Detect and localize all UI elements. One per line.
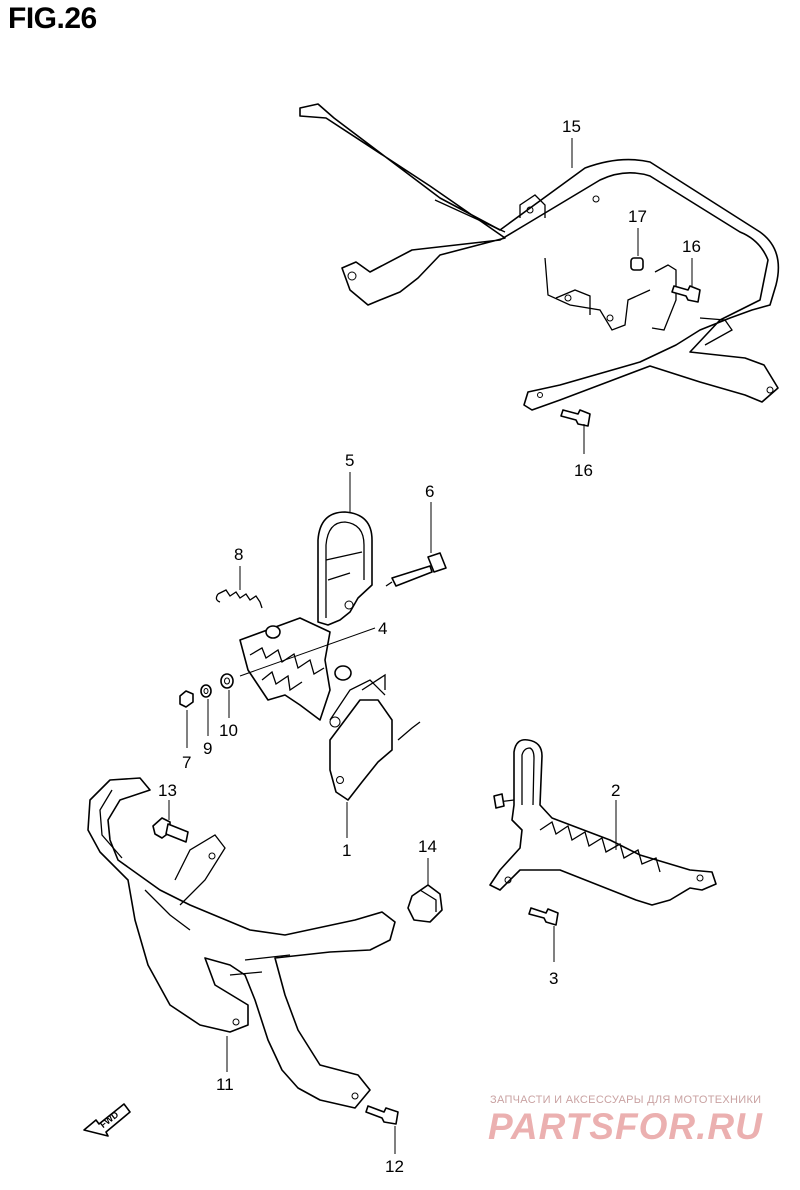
- part-11-guard[interactable]: [87, 777, 396, 1109]
- part-13-bolt[interactable]: [152, 817, 189, 843]
- part-17-nut[interactable]: [630, 257, 644, 271]
- callout-6: 6: [425, 482, 434, 501]
- callout-5: 5: [345, 451, 354, 470]
- callout-1: 1: [342, 841, 351, 860]
- callout-15: 15: [562, 117, 581, 136]
- part-14-bushing[interactable]: [407, 884, 443, 923]
- callout-11: 11: [216, 1075, 234, 1094]
- watermark-tagline: ЗАПЧАСТИ И АКСЕССУАРЫ ДЛЯ МОТОТЕХНИКИ: [490, 1094, 762, 1106]
- part-6-pin[interactable]: [385, 552, 447, 587]
- figure-title: FIG.26: [8, 2, 97, 35]
- part-16-bolt-lower[interactable]: [560, 409, 591, 427]
- callout-17: 17: [628, 207, 647, 226]
- leader-lines: [168, 138, 693, 1154]
- part-1-plate[interactable]: [329, 673, 421, 801]
- callout-16-upper: 16: [682, 237, 701, 256]
- part-10-washer[interactable]: [220, 673, 234, 689]
- callout-7: 7: [182, 753, 191, 772]
- part-16-bolt-upper[interactable]: [671, 285, 701, 303]
- part-5-bracket[interactable]: [317, 511, 373, 626]
- callout-3: 3: [549, 969, 558, 988]
- part-3-bolt[interactable]: [528, 907, 559, 926]
- part-2-footrest[interactable]: [489, 738, 717, 906]
- part-9-washer[interactable]: [200, 684, 212, 698]
- part-7-nut[interactable]: [179, 690, 194, 708]
- callout-12: 12: [385, 1157, 404, 1176]
- callout-13: 13: [158, 781, 177, 800]
- callout-9: 9: [203, 739, 212, 758]
- watermark-logo: PARTSFOR.RU: [488, 1106, 763, 1147]
- callout-8: 8: [234, 545, 243, 564]
- part-12-bolt[interactable]: [365, 1105, 399, 1125]
- callout-4: 4: [378, 619, 387, 638]
- fwd-arrow-icon: [83, 1103, 131, 1137]
- callout-10: 10: [219, 721, 238, 740]
- part-4-footpeg[interactable]: [239, 617, 352, 721]
- part-8-spring[interactable]: [215, 589, 263, 609]
- part-15-frame[interactable]: [299, 103, 780, 411]
- callout-14: 14: [418, 837, 437, 856]
- callout-16-lower: 16: [574, 461, 593, 480]
- callout-2: 2: [611, 781, 620, 800]
